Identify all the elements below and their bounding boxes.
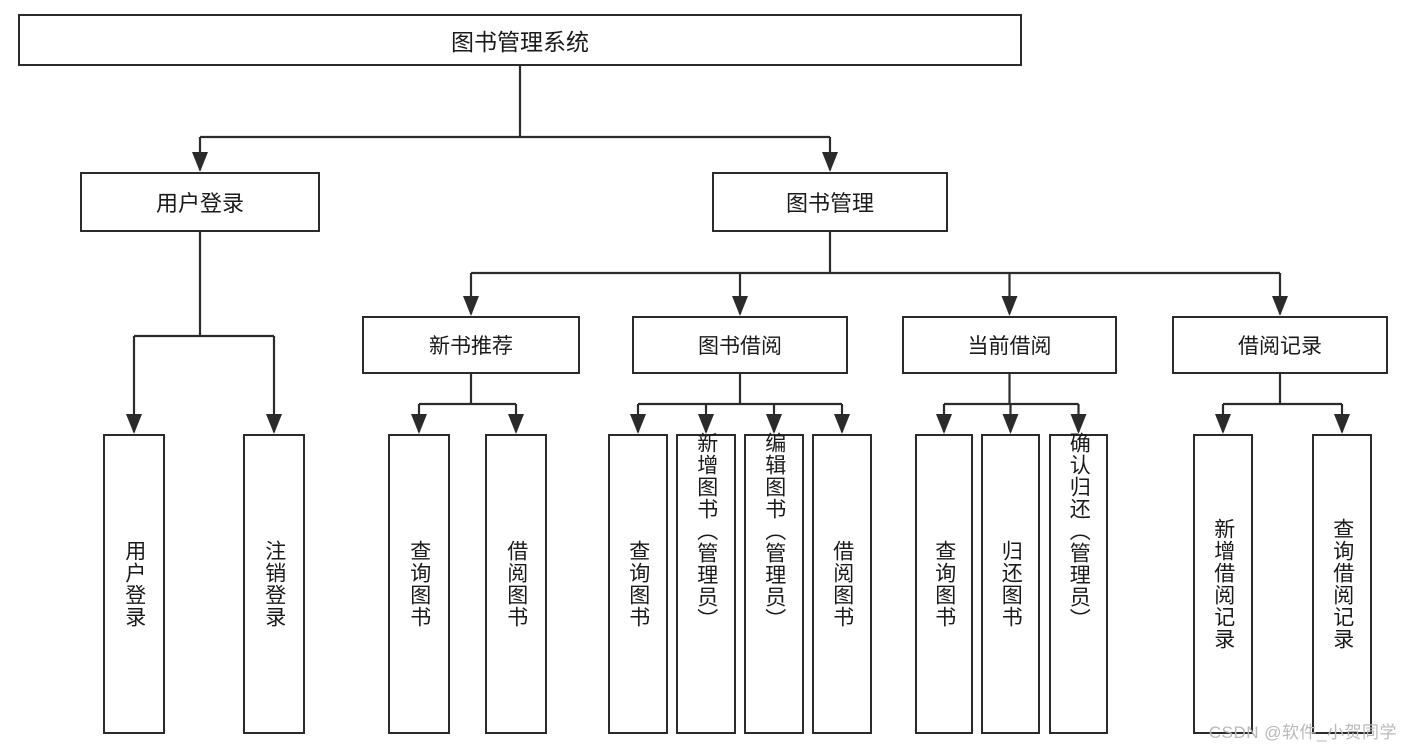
node-leaf-logout[interactable]: 注销登录 bbox=[243, 434, 305, 734]
node-label: 新增图书（管理员） bbox=[694, 432, 718, 630]
node-leaf-borrow-book[interactable]: 借阅图书 bbox=[812, 434, 872, 734]
node-leaf-query-record[interactable]: 查询借阅记录 bbox=[1312, 434, 1372, 734]
node-root[interactable]: 图书管理系统 bbox=[18, 14, 1022, 66]
node-label: 用户登录 bbox=[122, 540, 146, 628]
arrow-head bbox=[1002, 414, 1019, 434]
arrow-head bbox=[411, 414, 427, 434]
arrow-head bbox=[1272, 296, 1288, 316]
arrow-head bbox=[266, 414, 282, 434]
node-label: 查询图书 bbox=[407, 540, 431, 628]
node-current-borrow[interactable]: 当前借阅 bbox=[902, 316, 1117, 374]
node-leaf-confirm-return[interactable]: 确认归还（管理员） bbox=[1049, 432, 1108, 734]
node-label: 图书借阅 bbox=[698, 335, 782, 358]
node-new-book-rec[interactable]: 新书推荐 bbox=[362, 316, 580, 374]
node-leaf-borrow-book-rec[interactable]: 借阅图书 bbox=[485, 434, 547, 734]
node-label: 注销登录 bbox=[262, 540, 286, 628]
arrow-head bbox=[1215, 414, 1231, 434]
node-label: 确认归还（管理员） bbox=[1067, 432, 1091, 630]
node-label: 用户登录 bbox=[155, 191, 244, 216]
node-leaf-query-book-rec[interactable]: 查询图书 bbox=[388, 434, 450, 734]
arrow-head bbox=[508, 414, 524, 434]
node-leaf-query-book[interactable]: 查询图书 bbox=[608, 434, 668, 734]
arrow-head bbox=[126, 414, 142, 434]
arrow-head bbox=[698, 414, 714, 434]
node-leaf-user-login[interactable]: 用户登录 bbox=[103, 434, 165, 734]
watermark-label: CSDN @软件_小贺同学 bbox=[1208, 723, 1397, 742]
node-leaf-query-book-cur[interactable]: 查询图书 bbox=[915, 434, 973, 734]
arrow-head bbox=[834, 414, 850, 434]
node-label: 借阅记录 bbox=[1238, 335, 1322, 358]
arrow-head bbox=[822, 152, 838, 172]
node-leaf-return-book[interactable]: 归还图书 bbox=[981, 434, 1040, 734]
arrow-head bbox=[630, 414, 646, 434]
node-label: 借阅图书 bbox=[830, 540, 854, 628]
node-book-manage[interactable]: 图书管理 bbox=[712, 172, 948, 232]
arrow-head bbox=[936, 414, 952, 434]
node-label: 当前借阅 bbox=[967, 335, 1052, 358]
node-leaf-edit-book[interactable]: 编辑图书（管理员） bbox=[744, 432, 804, 734]
node-book-borrow[interactable]: 图书借阅 bbox=[632, 316, 848, 374]
arrow-head bbox=[766, 414, 782, 434]
node-label: 查询图书 bbox=[932, 540, 956, 628]
arrow-head bbox=[1334, 414, 1350, 434]
node-leaf-add-record[interactable]: 新增借阅记录 bbox=[1193, 434, 1253, 734]
node-label: 查询图书 bbox=[626, 540, 650, 628]
node-label: 图书管理系统 bbox=[451, 29, 589, 55]
node-label: 新书推荐 bbox=[429, 335, 513, 358]
node-label: 归还图书 bbox=[999, 540, 1023, 628]
node-label: 查询借阅记录 bbox=[1330, 518, 1354, 650]
arrow-head bbox=[1070, 414, 1087, 434]
node-leaf-add-book[interactable]: 新增图书（管理员） bbox=[676, 432, 736, 734]
arrow-head bbox=[1001, 296, 1018, 316]
arrow-head bbox=[192, 152, 208, 172]
node-user-login[interactable]: 用户登录 bbox=[80, 172, 320, 232]
arrow-head bbox=[732, 296, 748, 316]
node-label: 图书管理 bbox=[785, 191, 874, 216]
arrow-head bbox=[463, 296, 479, 316]
node-label: 新增借阅记录 bbox=[1211, 518, 1235, 650]
node-label: 借阅图书 bbox=[504, 540, 528, 628]
node-borrow-record[interactable]: 借阅记录 bbox=[1172, 316, 1388, 374]
node-label: 编辑图书（管理员） bbox=[762, 432, 786, 630]
